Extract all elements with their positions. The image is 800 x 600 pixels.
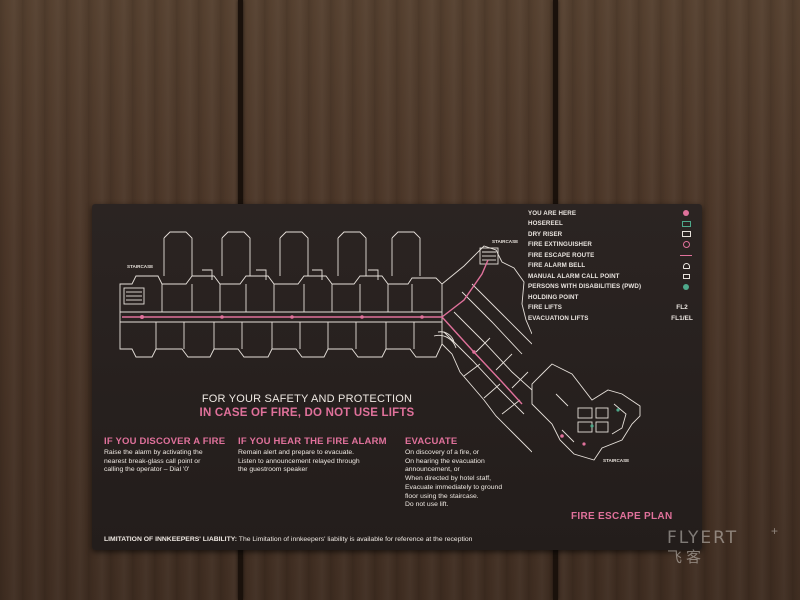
legend-label: MANUAL ALARM CALL POINT bbox=[528, 272, 620, 280]
legend-row: FIRE ESCAPE ROUTE bbox=[528, 250, 693, 261]
footer-bold: LIMITATION OF INNKEEPERS' LIABILITY: bbox=[104, 536, 238, 543]
fire-escape-sign: STAIRCASE STAIRCASE STAIRCASE YOU ARE HE… bbox=[92, 204, 702, 550]
section-body: Raise the alarm by activating the neares… bbox=[104, 449, 225, 475]
section-line: On discovery of a fire, or bbox=[405, 449, 480, 456]
legend-label: DRY RISER bbox=[528, 230, 563, 238]
legend-row: HOLDING POINT bbox=[528, 292, 693, 303]
dry-riser-icon bbox=[681, 231, 691, 238]
floor-plan-drawing bbox=[119, 231, 532, 453]
staircase-label: STAIRCASE bbox=[492, 239, 519, 244]
plan-title: FIRE ESCAPE PLAN bbox=[571, 511, 673, 522]
legend-row: EVACUATION LIFTS FL1/EL bbox=[528, 313, 693, 324]
legend-label: FIRE ESCAPE ROUTE bbox=[528, 251, 595, 259]
floor-plan-east-wing bbox=[531, 363, 641, 461]
legend-row: YOU ARE HERE bbox=[528, 208, 693, 219]
section-title: IF YOU DISCOVER A FIRE bbox=[104, 436, 226, 447]
evacuation-lift-icon: FL1/EL bbox=[671, 314, 693, 322]
section-line: Raise the alarm by activating the bbox=[104, 449, 203, 456]
legend-label: FIRE EXTINGUISHER bbox=[528, 241, 592, 249]
pwd-holding-point-icon bbox=[683, 283, 689, 290]
section-line: Do not use lift. bbox=[405, 501, 449, 509]
alarm-bell-icon bbox=[682, 262, 690, 269]
section-body: On discovery of a fire, or On hearing th… bbox=[405, 449, 502, 510]
legend-label: EVACUATION LIFTS bbox=[528, 314, 589, 322]
fire-lift-icon: FL2 bbox=[676, 304, 688, 312]
legend-row: MANUAL ALARM CALL POINT bbox=[528, 271, 693, 282]
section-line: When directed by hotel staff, bbox=[405, 475, 492, 483]
legend-label: PERSONS WITH DISABILITIES (PWD) bbox=[528, 283, 642, 291]
staircase-label: STAIRCASE bbox=[603, 458, 630, 463]
section-line: nearest break-glass call point or bbox=[104, 457, 201, 465]
section-body: Remain alert and prepare to evacuate. Li… bbox=[238, 449, 387, 475]
escape-route-line-icon bbox=[680, 254, 692, 256]
section-line: Remain alert and prepare to evacuate. bbox=[238, 449, 354, 456]
discover-fire-section: IF YOU DISCOVER A FIRE Raise the alarm b… bbox=[104, 436, 225, 475]
watermark: FLYERT + 飞客 bbox=[667, 524, 778, 567]
section-line: announcement, or bbox=[405, 466, 460, 474]
footer-text: The Limitation of innkeepers' liability … bbox=[237, 536, 473, 543]
staircase-label: STAIRCASE bbox=[127, 264, 154, 269]
legend-row: HOSEREEL bbox=[528, 219, 693, 230]
evacuate-section: EVACUATE On discovery of a fire, or On h… bbox=[405, 436, 502, 510]
section-line: the guestroom speaker bbox=[238, 466, 308, 474]
section-title: IF YOU HEAR THE FIRE ALARM bbox=[238, 436, 387, 447]
section-line: Listen to announcement relayed through bbox=[238, 457, 360, 465]
legend-row: PERSONS WITH DISABILITIES (PWD) bbox=[528, 282, 693, 293]
fire-extinguisher-icon bbox=[682, 241, 690, 249]
you-are-here-icon bbox=[683, 210, 689, 217]
legend-label: YOU ARE HERE bbox=[528, 209, 577, 217]
legend-row: FIRE LIFTS FL2 bbox=[528, 303, 693, 314]
hosereel-icon bbox=[681, 220, 691, 227]
legend-label: FIRE LIFTS bbox=[528, 304, 562, 312]
legend-row: FIRE EXTINGUISHER bbox=[528, 240, 693, 251]
legend-label: HOSEREEL bbox=[528, 220, 563, 228]
hear-alarm-section: IF YOU HEAR THE FIRE ALARM Remain alert … bbox=[238, 436, 387, 475]
liability-footer: LIMITATION OF INNKEEPERS' LIABILITY: The… bbox=[104, 536, 472, 543]
watermark-plus: + bbox=[771, 524, 779, 538]
section-line: Evacuate immediately to ground bbox=[405, 483, 503, 491]
no-lifts-warning: IN CASE OF FIRE, DO NOT USE LIFTS bbox=[199, 407, 415, 419]
legend-label: FIRE ALARM BELL bbox=[528, 262, 586, 270]
legend: YOU ARE HERE HOSEREEL DRY RISER FIRE EXT… bbox=[528, 208, 693, 324]
section-line: floor using the staircase. bbox=[405, 492, 479, 500]
watermark-cjk: 飞客 bbox=[667, 549, 706, 566]
section-title: EVACUATE bbox=[405, 436, 458, 447]
call-point-icon bbox=[682, 273, 690, 279]
legend-row: FIRE ALARM BELL bbox=[528, 261, 693, 272]
section-line: On hearing the evacuation bbox=[405, 457, 485, 465]
safety-headline: FOR YOUR SAFETY AND PROTECTION bbox=[201, 393, 413, 405]
watermark-latin: FLYERT bbox=[667, 528, 739, 548]
legend-row: DRY RISER bbox=[528, 229, 693, 240]
section-line: calling the operator – Dial '0' bbox=[104, 466, 190, 474]
legend-label: HOLDING POINT bbox=[528, 293, 579, 301]
